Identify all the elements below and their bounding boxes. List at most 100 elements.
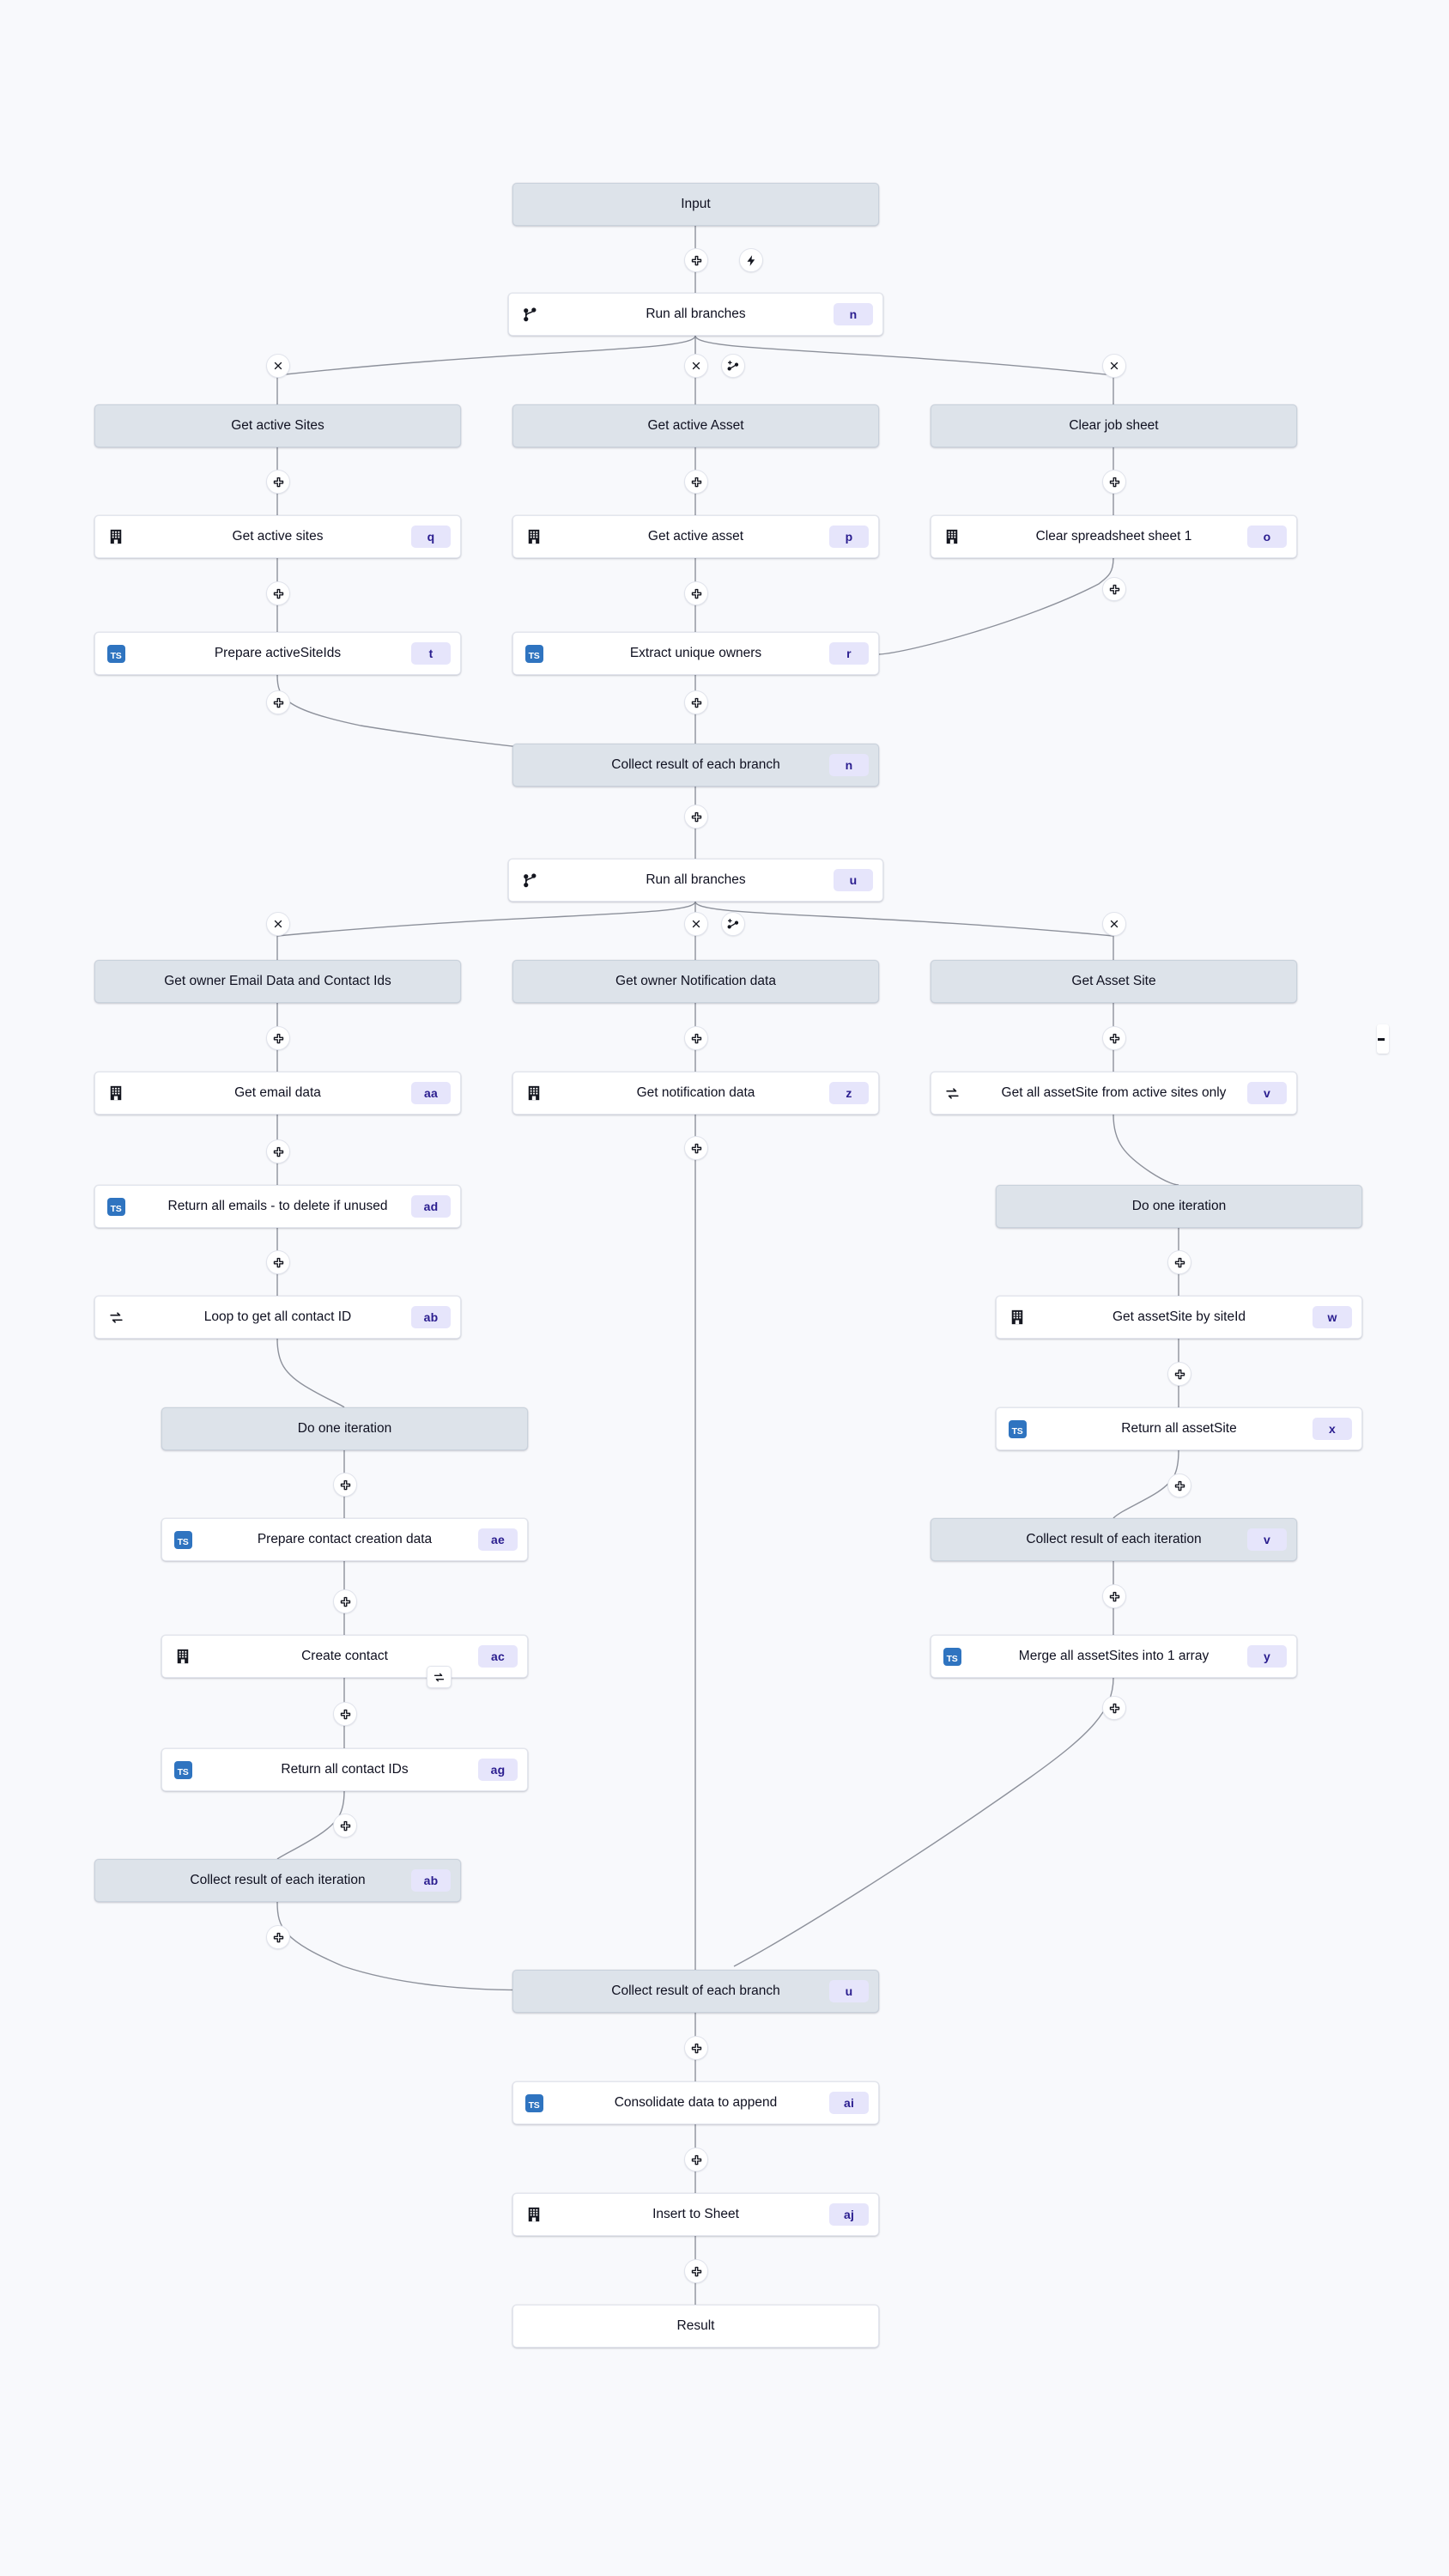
close-icon[interactable] — [684, 912, 708, 936]
plus-icon[interactable] — [1167, 1473, 1191, 1498]
plus-icon[interactable] — [333, 1589, 357, 1613]
node-badge[interactable]: t — [411, 642, 451, 665]
plus-icon[interactable] — [684, 248, 708, 272]
plus-icon[interactable] — [266, 470, 290, 494]
plus-icon[interactable] — [266, 1139, 290, 1163]
workflow-node-hdr-do-iter-left[interactable]: Do one iteration — [161, 1407, 528, 1450]
canvas-edge-stub[interactable] — [1377, 1024, 1389, 1054]
node-badge[interactable]: u — [834, 869, 873, 891]
plus-icon[interactable] — [1102, 470, 1126, 494]
close-icon[interactable] — [1102, 912, 1126, 936]
node-badge[interactable]: ad — [411, 1195, 451, 1218]
close-icon[interactable] — [1102, 354, 1126, 378]
node-badge[interactable]: ag — [478, 1759, 518, 1781]
plus-icon[interactable] — [684, 2036, 708, 2060]
plus-icon[interactable] — [333, 1473, 357, 1497]
plus-icon[interactable] — [333, 1814, 357, 1838]
close-icon[interactable] — [266, 354, 290, 378]
plus-icon[interactable] — [1102, 1026, 1126, 1050]
plus-icon[interactable] — [1102, 1696, 1126, 1720]
node-badge[interactable]: o — [1247, 526, 1287, 548]
node-badge[interactable]: y — [1247, 1645, 1287, 1668]
workflow-node-hdr-asset-site[interactable]: Get Asset Site — [931, 960, 1297, 1003]
node-badge[interactable]: ai — [829, 2092, 869, 2114]
workflow-node-hdr-owner-notif[interactable]: Get owner Notification data — [512, 960, 879, 1003]
close-icon[interactable] — [684, 354, 708, 378]
plus-icon[interactable] — [684, 470, 708, 494]
plus-icon[interactable] — [684, 1136, 708, 1160]
node-badge[interactable]: w — [1313, 1306, 1352, 1328]
retry-icon[interactable] — [427, 1666, 452, 1688]
plus-icon[interactable] — [684, 1026, 708, 1050]
node-badge[interactable]: x — [1313, 1418, 1352, 1440]
plus-icon[interactable] — [684, 581, 708, 605]
node-badge[interactable]: ab — [411, 1869, 451, 1892]
plus-icon[interactable] — [266, 581, 290, 605]
node-badge[interactable]: ae — [478, 1528, 518, 1551]
node-badge[interactable]: n — [834, 303, 873, 325]
node-badge[interactable]: aj — [829, 2203, 869, 2226]
plus-icon[interactable] — [684, 2259, 708, 2283]
node-badge[interactable]: v — [1247, 1528, 1287, 1551]
workflow-node-hdr-active-sites[interactable]: Get active Sites — [94, 404, 461, 447]
node-badge[interactable]: p — [829, 526, 869, 548]
plus-icon[interactable] — [684, 690, 708, 714]
plus-icon[interactable] — [266, 1026, 290, 1050]
workflow-node-hdr-clear-job[interactable]: Clear job sheet — [931, 404, 1297, 447]
node-badge[interactable]: n — [829, 754, 869, 776]
plus-icon[interactable] — [266, 1250, 290, 1274]
workflow-node-hdr-active-asset[interactable]: Get active Asset — [512, 404, 879, 447]
node-badge[interactable]: r — [829, 642, 869, 665]
workflow-node-input[interactable]: Input — [512, 183, 879, 226]
node-badge[interactable]: q — [411, 526, 451, 548]
node-badge[interactable]: u — [829, 1980, 869, 2002]
workflow-node-get-all-assetsite[interactable]: Get all assetSite from active sites only… — [931, 1072, 1297, 1115]
workflow-node-clear-spreadsheet[interactable]: Clear spreadsheet sheet 1 o — [931, 515, 1297, 558]
node-badge[interactable]: ab — [411, 1306, 451, 1328]
close-icon[interactable] — [266, 912, 290, 936]
workflow-node-hdr-owner-email[interactable]: Get owner Email Data and Contact Ids — [94, 960, 461, 1003]
plus-icon[interactable] — [266, 690, 290, 714]
node-badge[interactable]: v — [1247, 1082, 1287, 1104]
lightning-icon[interactable] — [739, 248, 763, 272]
plus-icon[interactable] — [333, 1702, 357, 1726]
plus-icon[interactable] — [1102, 577, 1126, 601]
plus-icon[interactable] — [1167, 1362, 1191, 1386]
plus-icon[interactable] — [684, 805, 708, 829]
node-badge[interactable]: z — [829, 1082, 869, 1104]
node-label: Clear spreadsheet sheet 1 — [1035, 528, 1192, 544]
plus-icon[interactable] — [1167, 1250, 1191, 1274]
node-badge[interactable]: aa — [411, 1082, 451, 1104]
workflow-node-result[interactable]: Result — [512, 2305, 879, 2348]
branch-add-icon[interactable] — [721, 912, 745, 936]
workflow-node-hdr-do-iter-right[interactable]: Do one iteration — [996, 1185, 1362, 1228]
plus-icon[interactable] — [684, 2148, 708, 2172]
branch-add-icon[interactable] — [721, 354, 745, 378]
plus-icon[interactable] — [266, 1925, 290, 1949]
plus-icon[interactable] — [1102, 1584, 1126, 1608]
node-badge[interactable]: ac — [478, 1645, 518, 1668]
